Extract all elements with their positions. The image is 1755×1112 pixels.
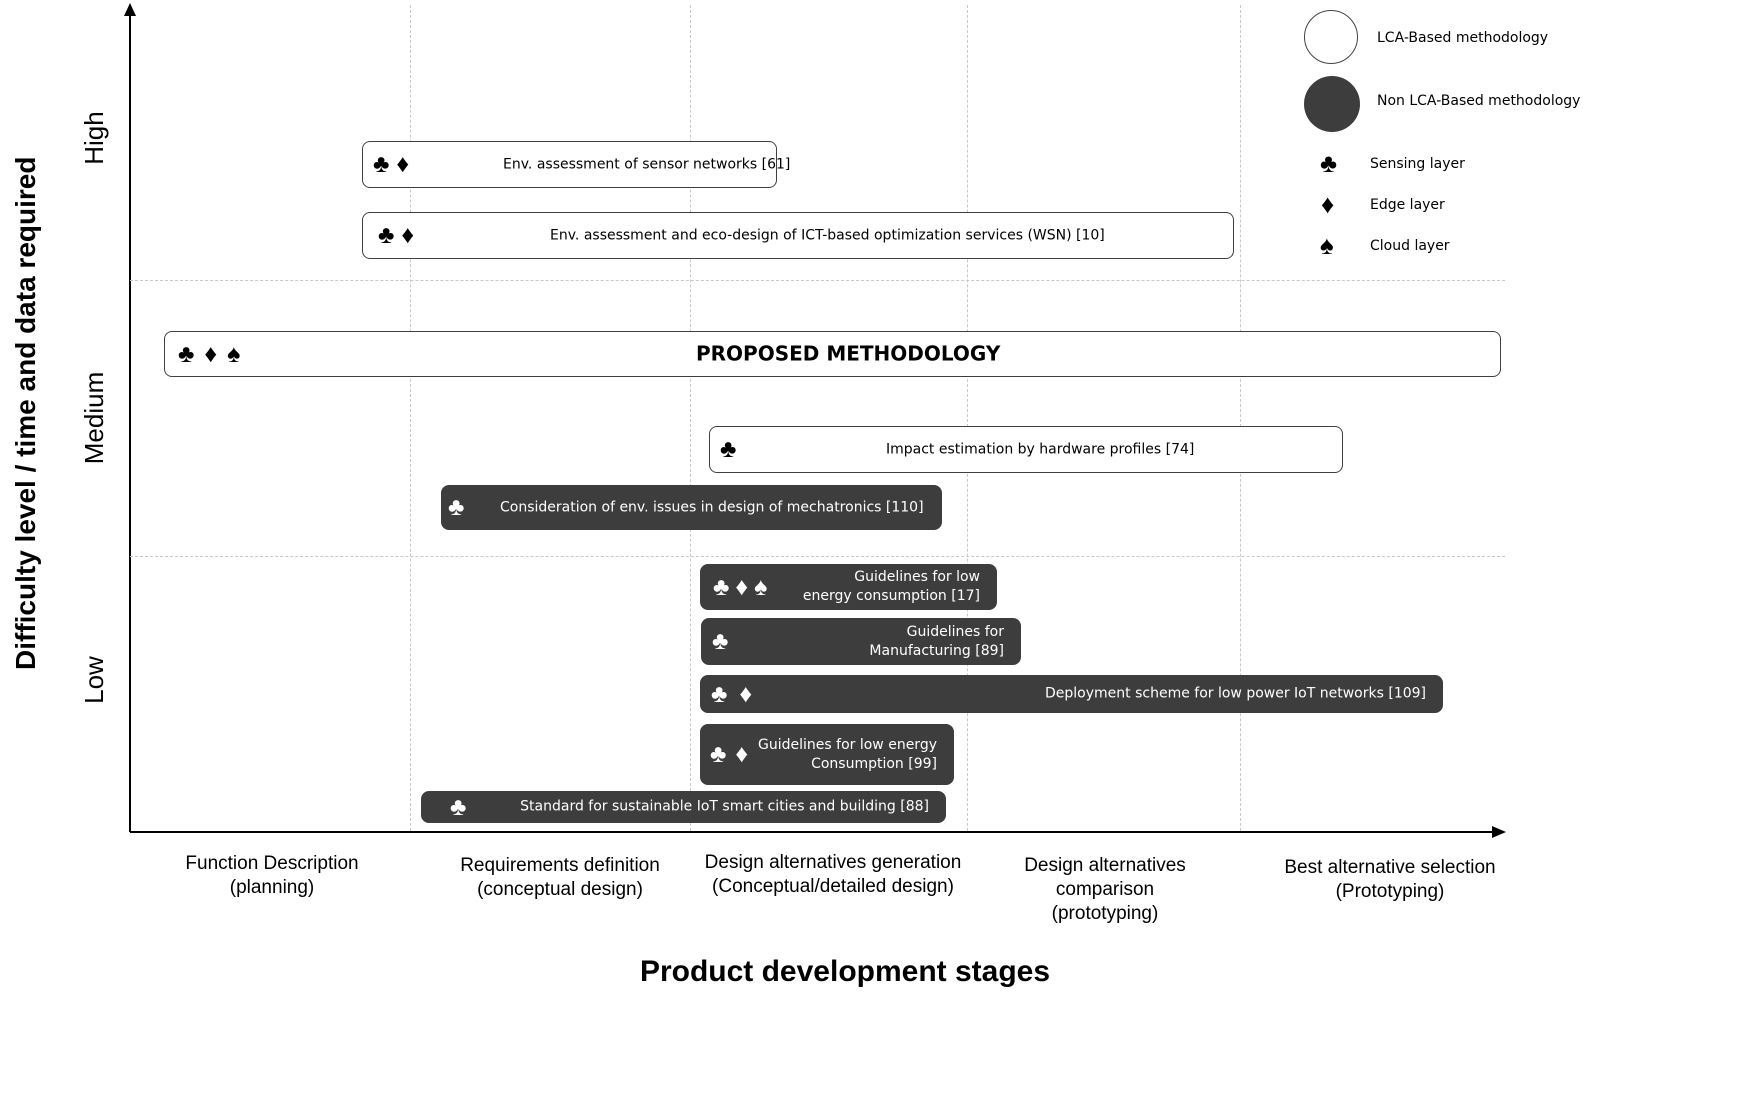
layer-icons: ♣ ♦ ♠ [178, 332, 240, 376]
y-axis-title: Difficulty level / time and data require… [10, 156, 41, 670]
method-label: Consideration of env. issues in design o… [500, 499, 924, 515]
club-icon: ♣ [373, 150, 390, 178]
layer-icons: ♣ ♦ [378, 213, 414, 258]
level-divider-high-medium [130, 280, 1505, 281]
club-icon: ♣ [448, 493, 465, 521]
spade-icon: ♠ [1320, 230, 1334, 260]
level-label-medium: Medium [79, 371, 109, 465]
club-icon: ♣ [1320, 148, 1338, 178]
diamond-icon: ♦ [735, 572, 749, 601]
edge-legend-label: Edge layer [1370, 197, 1445, 213]
method-deployment-109: ♣ ♦ Deployment scheme for low power IoT … [700, 675, 1443, 713]
club-icon: ♣ [378, 221, 395, 249]
method-label: Env. assessment of sensor networks [61] [503, 156, 791, 172]
level-divider-medium-low [130, 556, 1505, 557]
layer-icons: ♣ ♦ [373, 142, 409, 187]
x-axis-arrow [1492, 826, 1506, 838]
layer-icons: ♣ [448, 486, 464, 529]
level-label-low: Low [79, 656, 109, 704]
method-sensor-networks: ♣ ♦ Env. assessment of sensor networks [… [362, 141, 790, 188]
method-standard-88: ♣ Standard for sustainable IoT smart cit… [421, 791, 946, 823]
non-lca-legend-circle [1304, 76, 1360, 132]
spade-icon: ♠ [227, 339, 241, 368]
layer-icons: ♣ [712, 619, 728, 664]
method-label: Guidelines for Manufacturing [89] [869, 623, 1004, 659]
y-axis-arrow [124, 3, 136, 16]
method-label: Impact estimation by hardware profiles [… [886, 441, 1195, 457]
method-label: Guidelines for low energy Consumption [9… [758, 736, 937, 772]
layer-icons: ♣ ♦ [710, 725, 748, 784]
diamond-icon: ♦ [204, 339, 218, 368]
method-label: Env. assessment and eco-design of ICT-ba… [550, 227, 1105, 243]
stage-divider-2 [690, 5, 691, 831]
diamond-icon: ♦ [735, 740, 749, 768]
diamond-icon: ♦ [1321, 189, 1335, 219]
method-hardware-profiles: ♣ Impact estimation by hardware profiles… [709, 426, 1343, 473]
sensing-legend-label: Sensing layer [1370, 156, 1465, 172]
stage-label-comparison: Design alternatives comparison (prototyp… [1024, 855, 1186, 924]
club-icon: ♣ [710, 740, 727, 768]
method-ict-optimization: ♣ ♦ Env. assessment and eco-design of IC… [362, 212, 1234, 259]
layer-icons: ♣ [720, 427, 736, 472]
lca-legend-label: LCA-Based methodology [1377, 30, 1549, 46]
club-icon: ♣ [450, 792, 467, 821]
layer-icons: ♣ ♦ [711, 676, 752, 712]
stage-divider-1 [410, 5, 411, 831]
method-label: Deployment scheme for low power IoT netw… [1045, 685, 1426, 702]
lca-legend-circle [1304, 10, 1358, 64]
layer-icons: ♣ [450, 792, 466, 822]
method-label: Guidelines for low energy consumption [1… [802, 569, 980, 604]
stage-label-selection: Best alternative selection (Prototyping) [1284, 857, 1496, 902]
level-label-high: High [79, 111, 109, 165]
spade-icon: ♠ [754, 572, 768, 601]
diamond-icon: ♦ [739, 679, 753, 708]
method-label: Standard for sustainable IoT smart citie… [520, 798, 929, 815]
non-lca-legend-label: Non LCA-Based methodology [1377, 93, 1581, 109]
stage-divider-4 [1240, 5, 1241, 831]
cloud-legend-label: Cloud layer [1370, 238, 1450, 254]
x-axis-title: Product development stages [639, 955, 1051, 988]
stage-divider-3 [967, 5, 968, 831]
club-icon: ♣ [712, 627, 729, 655]
method-mechatronics: ♣ Consideration of env. issues in design… [441, 485, 942, 530]
club-icon: ♣ [711, 679, 728, 708]
diamond-icon: ♦ [401, 221, 415, 249]
method-low-energy-17: ♣ ♦ ♠ Guidelines for low energy consumpt… [700, 564, 997, 610]
method-label: PROPOSED METHODOLOGY [696, 341, 1001, 366]
stage-label-requirements: Requirements definition (conceptual desi… [460, 855, 660, 900]
club-icon: ♣ [713, 572, 730, 601]
method-manufacturing-89: ♣ Guidelines for Manufacturing [89] [701, 618, 1021, 665]
club-icon: ♣ [178, 339, 195, 368]
club-icon: ♣ [720, 435, 737, 463]
stage-label-function: Function Description (planning) [185, 853, 359, 898]
method-low-energy-99: ♣ ♦ Guidelines for low energy Consumptio… [700, 724, 954, 785]
diamond-icon: ♦ [396, 150, 410, 178]
layer-icons: ♣ ♦ ♠ [713, 565, 767, 609]
method-proposed: ♣ ♦ ♠ PROPOSED METHODOLOGY [164, 331, 1501, 377]
stage-label-generation: Design alternatives generation (Conceptu… [704, 852, 962, 897]
legend: LCA-Based methodology Non LCA-Based meth… [1290, 0, 1755, 280]
